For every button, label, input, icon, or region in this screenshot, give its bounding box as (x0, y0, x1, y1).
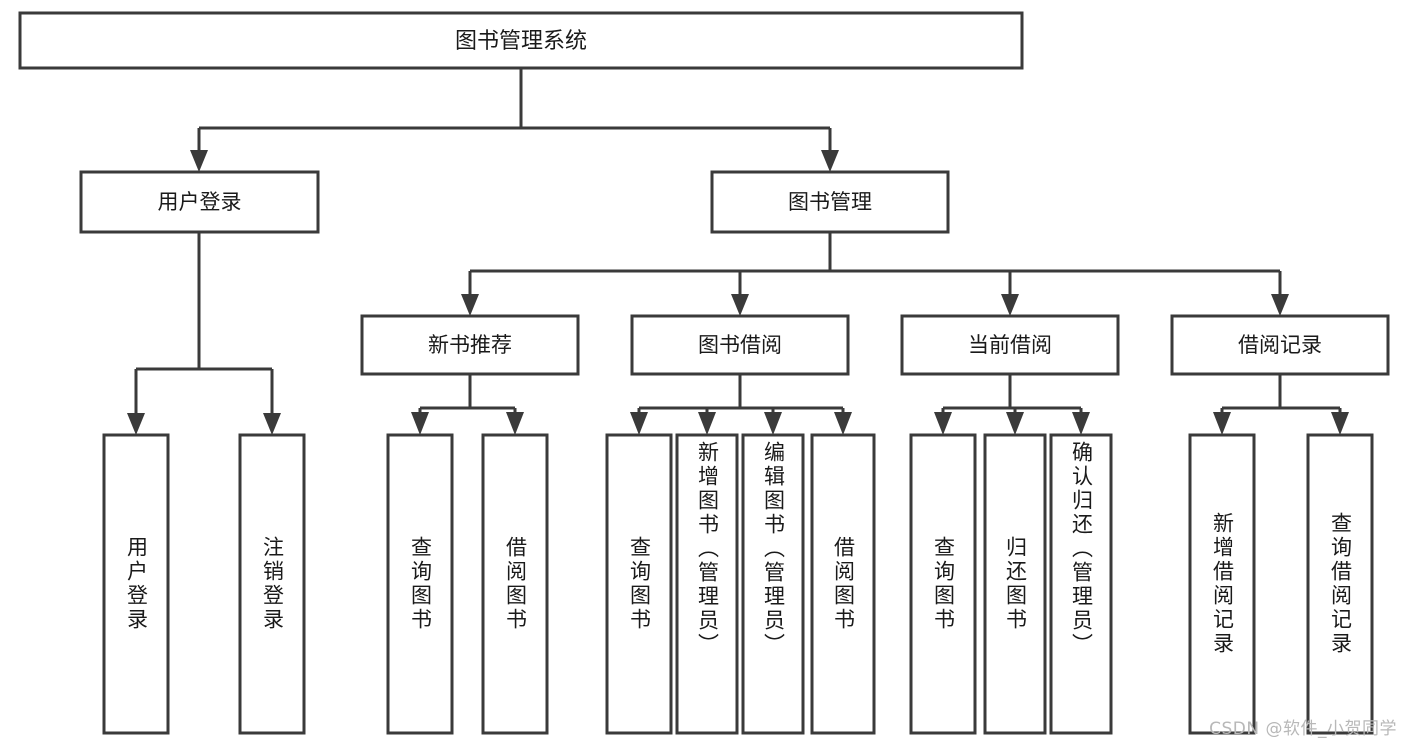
node-user-login-label: 用户登录 (158, 190, 242, 214)
connector-user-login-to-leaves (127, 232, 281, 435)
node-new-book-recommendation-label: 新书推荐 (428, 333, 512, 357)
node-book-borrowing-label: 图书借阅 (698, 333, 782, 357)
node-root-book-management-system[interactable]: 图书管理系统 (18, 11, 1024, 70)
connector-new-book-recommendation-to-leaves (411, 374, 524, 435)
node-book-management-label: 图书管理 (788, 190, 872, 214)
leaf-box-logout-login[interactable] (238, 433, 306, 735)
leaf-box-confirm-return-admin[interactable] (1049, 433, 1113, 735)
leaf-box-return-books[interactable] (983, 433, 1047, 735)
leaf-box-query-books-borrow[interactable] (605, 433, 673, 735)
node-root-label: 图书管理系统 (455, 29, 587, 54)
node-user-login[interactable]: 用户登录 (79, 170, 320, 234)
leaf-box-query-books-rec[interactable] (386, 433, 454, 735)
leaf-box-query-borrow-record[interactable] (1306, 433, 1374, 735)
connector-root-to-level2 (190, 68, 839, 172)
connector-current-borrowing-to-leaves (934, 374, 1090, 435)
node-book-borrowing[interactable]: 图书借阅 (630, 314, 850, 376)
connector-book-borrowing-to-leaves (630, 374, 852, 435)
connector-book-management-to-level3 (461, 232, 1289, 316)
leaf-box-add-book-admin[interactable] (675, 433, 739, 735)
node-current-borrowing-label: 当前借阅 (968, 333, 1052, 357)
leaf-boxes (102, 433, 1374, 735)
leaf-box-edit-book-admin[interactable] (741, 433, 805, 735)
node-current-borrowing[interactable]: 当前借阅 (900, 314, 1120, 376)
node-new-book-recommendation[interactable]: 新书推荐 (360, 314, 580, 376)
node-borrowing-records-label: 借阅记录 (1238, 333, 1322, 357)
leaf-box-user-login[interactable] (102, 433, 170, 735)
node-book-management[interactable]: 图书管理 (710, 170, 950, 234)
node-borrowing-records[interactable]: 借阅记录 (1170, 314, 1390, 376)
leaf-box-query-books-current[interactable] (909, 433, 977, 735)
connector-borrowing-records-to-leaves (1213, 374, 1349, 435)
csdn-watermark: CSDN @软件_小贺同学 (1209, 719, 1397, 739)
leaf-box-borrow-books-rec[interactable] (481, 433, 549, 735)
leaf-box-borrow-books[interactable] (810, 433, 876, 735)
leaf-box-add-borrow-record[interactable] (1188, 433, 1256, 735)
